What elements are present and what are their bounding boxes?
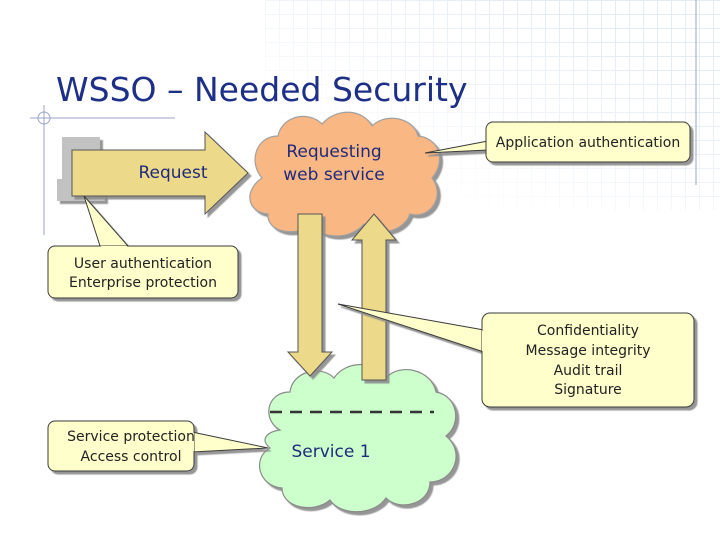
signature-label: Signature: [554, 382, 622, 398]
requesting-label-line2: web service: [283, 165, 384, 185]
callout-confidentiality: [337, 303, 695, 408]
audit-trail-label: Audit trail: [554, 363, 623, 379]
service-1-cloud: [259, 364, 457, 513]
callout-user-authentication: [47, 195, 239, 299]
request-arrow: [71, 130, 249, 216]
up-arrow: [350, 213, 398, 381]
user-auth-line2: Enterprise protection: [69, 275, 217, 291]
app-auth-label: Application authentication: [496, 135, 680, 151]
callout-service-protection: [47, 420, 269, 472]
confidentiality-label: Confidentiality: [537, 323, 639, 339]
crosshair-guide-icon: [30, 105, 175, 235]
message-integrity-label: Message integrity: [526, 343, 651, 359]
page-title: WSSO – Needed Security: [56, 70, 468, 109]
requesting-label-line1: Requesting: [286, 142, 381, 162]
request-label: Request: [138, 163, 207, 183]
user-auth-line1: User authentication: [74, 256, 212, 272]
requesting-web-service-cloud: [249, 111, 441, 237]
service-protection-label: Service protection: [67, 429, 195, 445]
service-1-label: Service 1: [291, 442, 370, 462]
callout-application-authentication: [424, 121, 691, 163]
access-control-label: Access control: [81, 449, 182, 465]
down-arrow: [286, 213, 334, 377]
